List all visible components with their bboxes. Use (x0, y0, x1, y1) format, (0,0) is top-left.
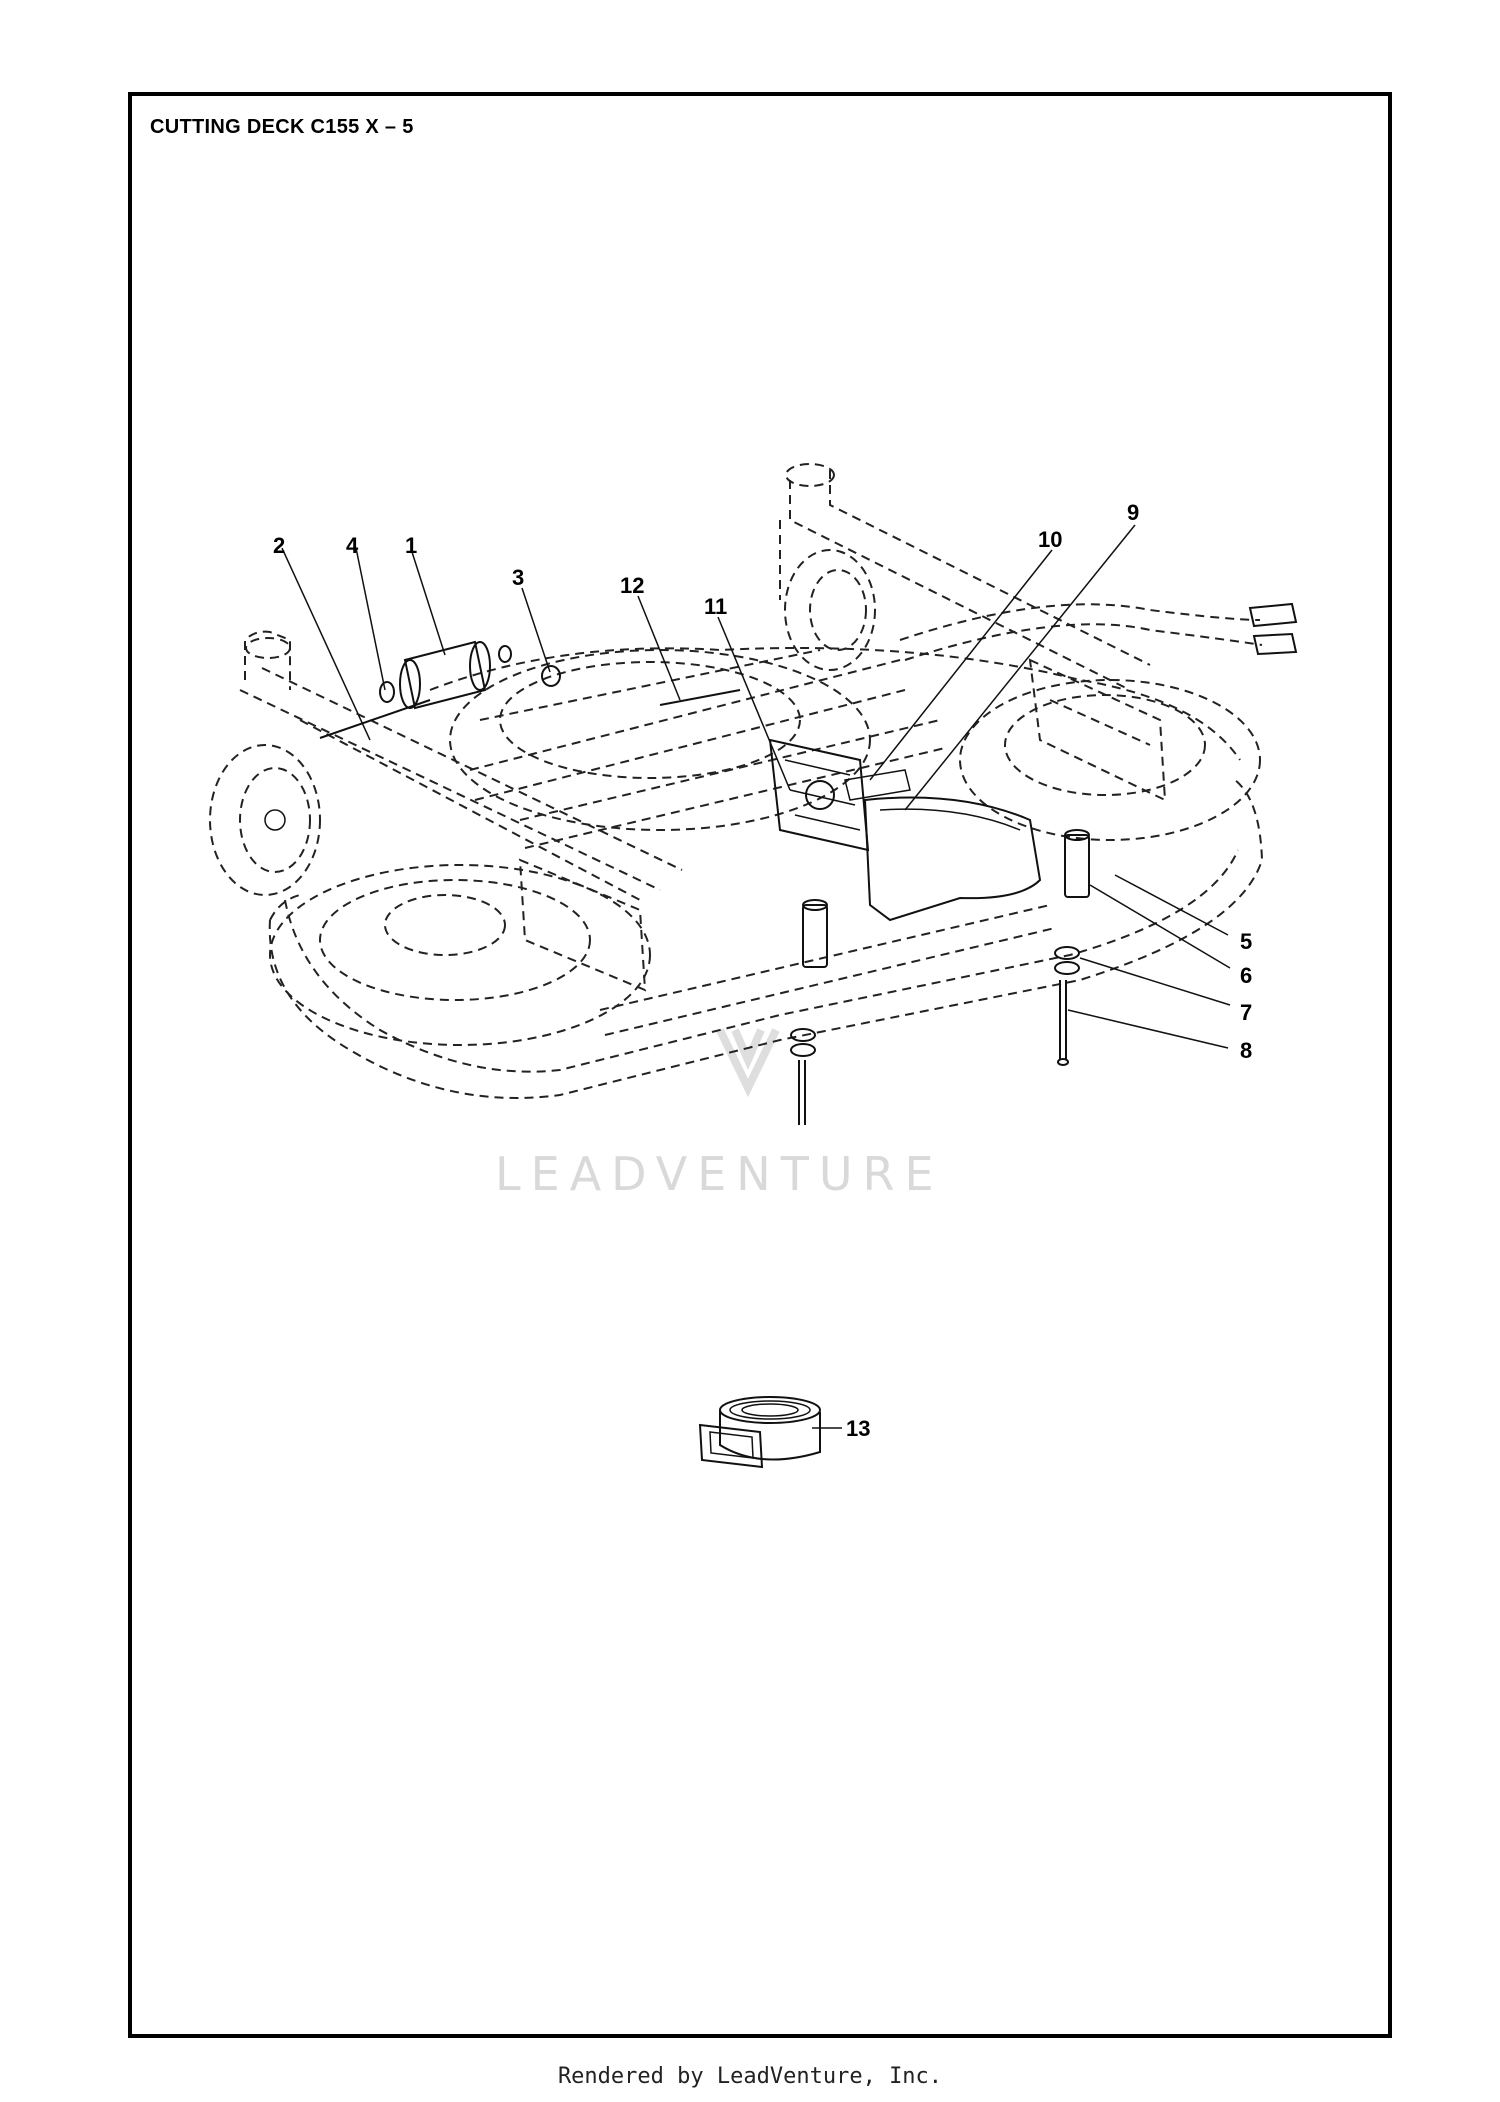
page-title: CUTTING DECK C155 X – 5 (150, 116, 414, 138)
callout-12: 12 (620, 573, 644, 598)
callout-3: 3 (512, 565, 524, 590)
belt-roll-part (698, 1396, 821, 1469)
callout-1: 1 (405, 533, 417, 558)
callout-2: 2 (273, 533, 285, 558)
footer-credit: Rendered by LeadVenture, Inc. (557, 2064, 943, 2089)
drawing-frame (128, 92, 1392, 2038)
callout-5: 5 (1240, 929, 1252, 954)
cutting-deck-assembly (209, 463, 1298, 1125)
callout-8: 8 (1240, 1038, 1252, 1063)
callout-4: 4 (346, 533, 359, 558)
cylinder-part (399, 640, 491, 710)
shock-absorber-right (1064, 829, 1090, 898)
watermark-logo: LEADVENTURE (495, 1028, 944, 1201)
callout-11: 11 (704, 594, 727, 619)
belt-cover (863, 796, 1042, 922)
callout-numbers: 1 2 3 4 5 6 7 8 9 10 11 12 13 (273, 500, 1252, 1441)
callout-9: 9 (1127, 500, 1139, 525)
shock-absorber-left (802, 899, 828, 968)
callout-6: 6 (1240, 963, 1252, 988)
nut-small (541, 665, 561, 687)
callout-10: 10 (1038, 527, 1062, 552)
callout-13: 13 (846, 1416, 870, 1441)
leader-lines (281, 524, 1231, 1429)
washer-right (1054, 946, 1080, 960)
washer-left (790, 1028, 816, 1042)
washer-small (379, 681, 395, 703)
watermark-text: LEADVENTURE (495, 1147, 944, 1201)
callout-7: 7 (1240, 1000, 1252, 1025)
